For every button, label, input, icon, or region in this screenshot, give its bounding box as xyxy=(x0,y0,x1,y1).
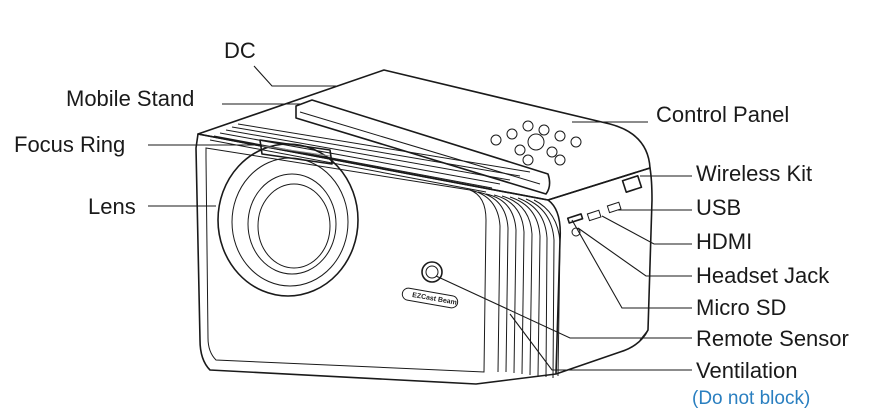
remote-sensor xyxy=(421,261,443,283)
leader-lines xyxy=(148,65,692,371)
lens xyxy=(217,143,359,297)
labels: DC Mobile Stand Focus Ring Lens Control … xyxy=(14,38,849,409)
label-wireless-kit: Wireless Kit xyxy=(696,161,812,186)
label-remote-sensor: Remote Sensor xyxy=(696,326,849,351)
label-micro-sd: Micro SD xyxy=(696,295,786,320)
label-lens: Lens xyxy=(88,194,136,219)
leader-hdmi xyxy=(601,215,692,245)
projector-front-face xyxy=(195,133,562,385)
top-ribs xyxy=(209,123,531,193)
leader-headset-jack xyxy=(577,227,692,277)
label-control-panel: Control Panel xyxy=(656,102,789,127)
label-mobile-stand: Mobile Stand xyxy=(66,86,194,111)
projector-illustration: EZCast Beam xyxy=(195,69,653,385)
projector-front-bezel xyxy=(205,147,487,373)
mobile-stand-slot xyxy=(295,99,551,195)
side-ports xyxy=(566,175,643,237)
leader-micro-sd xyxy=(571,219,692,309)
focus-ring xyxy=(259,139,333,165)
ventilation-ribs xyxy=(469,189,561,379)
label-hdmi: HDMI xyxy=(696,229,752,254)
brand-badge: EZCast Beam xyxy=(401,287,459,309)
label-ventilation: Ventilation xyxy=(696,358,798,383)
control-panel xyxy=(490,120,582,166)
leader-dc xyxy=(253,65,336,87)
projector-side-face xyxy=(547,167,653,375)
label-usb: USB xyxy=(696,195,741,220)
leader-remote-sensor xyxy=(435,275,692,339)
label-focus-ring: Focus Ring xyxy=(14,132,125,157)
label-dc: DC xyxy=(224,38,256,63)
leader-ventilation xyxy=(509,313,692,371)
label-headset-jack: Headset Jack xyxy=(696,263,830,288)
label-ventilation-note: (Do not block) xyxy=(692,388,810,409)
